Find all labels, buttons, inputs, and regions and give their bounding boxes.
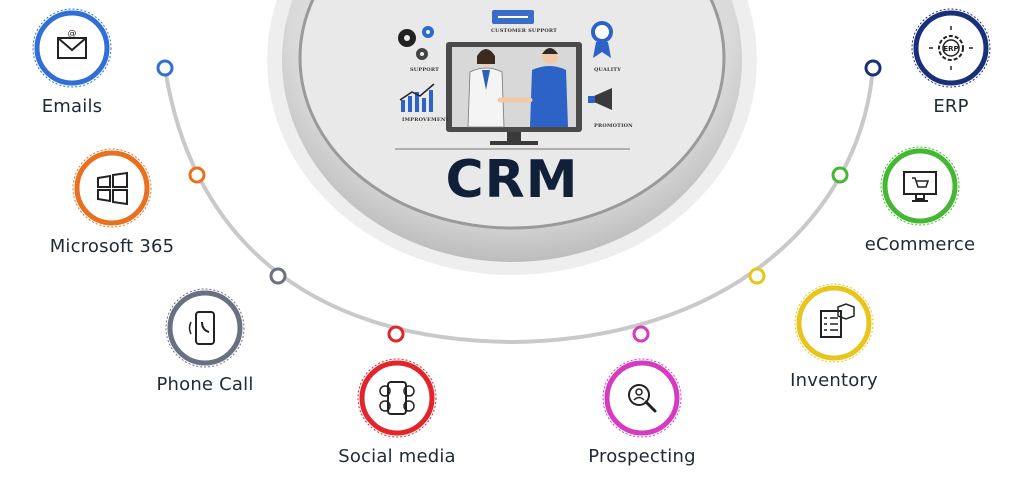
social-media-badge (357, 358, 437, 438)
man-hair (542, 48, 558, 54)
arc-dot-ecommerce (831, 166, 849, 184)
envelope-icon: @ (32, 8, 112, 88)
arc-dot-microsoft-365 (188, 166, 206, 184)
cart-monitor-icon (880, 146, 960, 226)
handshake-small-icon (492, 10, 534, 24)
hub-note-support: SUPPORT (410, 67, 440, 73)
man-body (530, 66, 568, 127)
ecommerce-label: eCommerce (864, 234, 976, 255)
hub-note-quality: QUALITY (594, 67, 621, 73)
social-icon (357, 358, 437, 438)
woman-hair (477, 49, 495, 64)
magnifier-user-icon (602, 358, 682, 438)
social-media-label: Social media (338, 446, 456, 467)
inventory-badge (794, 283, 874, 363)
arc-dot-social-media (387, 325, 405, 343)
svg-text:@: @ (68, 29, 77, 39)
hub-title: CRM (445, 150, 579, 210)
woman-shirt (482, 70, 490, 90)
hub-note-improvement: IMPROVEMENT (402, 117, 450, 123)
hub-note-promotion: PROMOTION (594, 123, 633, 129)
emails-label: Emails (41, 96, 103, 117)
arc-dot-erp (864, 59, 882, 77)
clipboard-box-icon (794, 283, 874, 363)
emails-badge: @ (32, 8, 112, 88)
prospecting-badge (602, 358, 682, 438)
erp-gear-icon: ERP (911, 8, 991, 88)
bar-growth-icon (399, 83, 435, 112)
ecommerce-badge (880, 146, 960, 226)
erp-label: ERP (933, 96, 969, 117)
arc-dot-emails (156, 59, 174, 77)
svg-text:ERP: ERP (943, 45, 958, 53)
prospecting-label: Prospecting (588, 446, 696, 467)
ribbon-icon (591, 21, 613, 58)
monitor-neck (507, 132, 521, 142)
inventory-label: Inventory (790, 370, 878, 391)
gears-icon (398, 26, 434, 60)
windows-icon (72, 148, 152, 228)
monitor-base (490, 141, 538, 145)
arc-dot-prospecting (632, 325, 650, 343)
phone-call-label: Phone Call (156, 374, 254, 395)
phone-icon (165, 288, 245, 368)
arc-dot-phone-call (269, 267, 287, 285)
arc-path (163, 67, 875, 345)
woman-body (467, 67, 505, 128)
megaphone-icon (588, 88, 612, 110)
erp-badge: ERP (911, 8, 991, 88)
microsoft-365-label: Microsoft 365 (49, 236, 175, 257)
microsoft-365-badge (72, 148, 152, 228)
arc-dot-inventory (748, 267, 766, 285)
hub-note-customer-support: CUSTOMER SUPPORT (491, 28, 558, 34)
phone-call-badge (165, 288, 245, 368)
